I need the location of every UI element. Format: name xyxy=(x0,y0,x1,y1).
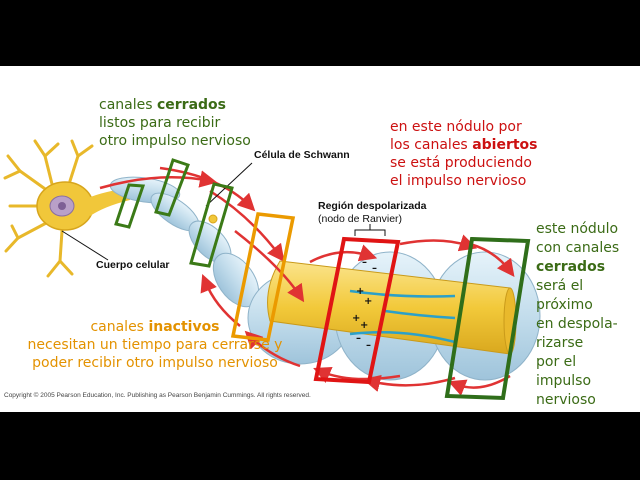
ion-flow-arrows xyxy=(349,289,456,344)
next-node-box xyxy=(444,236,531,401)
svg-text:+: + xyxy=(356,286,364,297)
closed-channel-box xyxy=(154,158,190,217)
open-channels-annotation: en este nódulo por los canales abiertos … xyxy=(390,119,538,189)
svg-text:+: + xyxy=(360,320,368,331)
closed-channel-box xyxy=(114,183,146,229)
svg-text:–: – xyxy=(372,263,377,274)
charge-symbols: + + + + – – – – xyxy=(352,257,377,351)
closed-channels-annotation: canales cerrados listos para recibir otr… xyxy=(99,97,251,149)
inactive-channels-annotation: canales inactivos necesitan un tiempo pa… xyxy=(27,319,283,371)
schwann-cell-label: Célula de Schwann xyxy=(254,149,350,161)
svg-text:+: + xyxy=(352,313,360,324)
svg-text:–: – xyxy=(366,340,371,351)
copyright-notice: Copyright © 2005 Pearson Education, Inc.… xyxy=(4,392,311,399)
cell-body-pointer xyxy=(61,230,109,261)
schwann-pointer xyxy=(205,162,253,207)
svg-text:–: – xyxy=(362,257,367,268)
open-channel-box xyxy=(313,236,401,385)
cell-body-label: Cuerpo celular xyxy=(96,259,170,271)
region-label: Región despolarizada (nodo de Ranvier) xyxy=(318,200,427,226)
svg-text:+: + xyxy=(364,296,372,307)
svg-text:–: – xyxy=(356,333,361,344)
region-label-line2: (nodo de Ranvier) xyxy=(318,213,403,225)
neuron-illustration: + + + + – – – – xyxy=(3,139,541,401)
current-arrows xyxy=(99,166,515,396)
dendrites xyxy=(3,139,94,278)
closed-channel-box xyxy=(189,182,234,268)
inactive-channel-box xyxy=(230,212,296,342)
diagram-stage: + + + + – – – – Célula de Schwann Región… xyxy=(0,66,640,412)
next-node-annotation: este nódulo con canales cerrados será el… xyxy=(536,221,620,408)
region-bracket xyxy=(354,229,386,236)
region-label-line1: Región despolarizada xyxy=(318,200,427,212)
